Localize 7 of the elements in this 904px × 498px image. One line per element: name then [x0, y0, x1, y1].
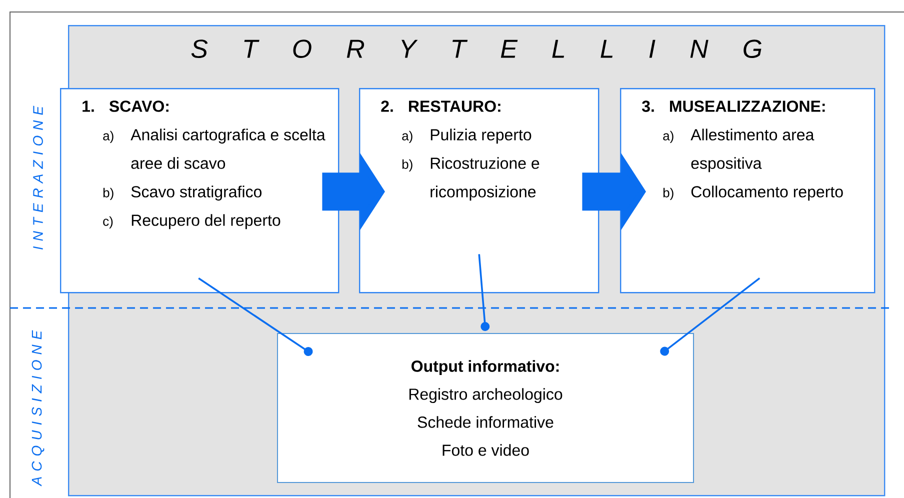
section-label: I N T E R A Z I O N E	[33, 106, 43, 250]
step-box: 1. SCAVO: a) Analisi cartografica e scelta aree di scavo b) Scavo stratigrafico c) Recupero del reperto	[60, 88, 340, 294]
section-label: A C Q U I S I Z I O N E	[32, 330, 44, 486]
output-box: Output informativo: Registro archeologico Schede informative Foto e video	[277, 333, 694, 483]
step-box: 3. MUSEALIZZAZIONE: a) Allestimento area espositiva b) Collocamento reperto	[620, 88, 876, 294]
connector-line	[478, 254, 490, 332]
step-box: 2. RESTAURO: a) Pulizia reperto b) Ricostruzione e ricomposizione	[359, 88, 600, 294]
